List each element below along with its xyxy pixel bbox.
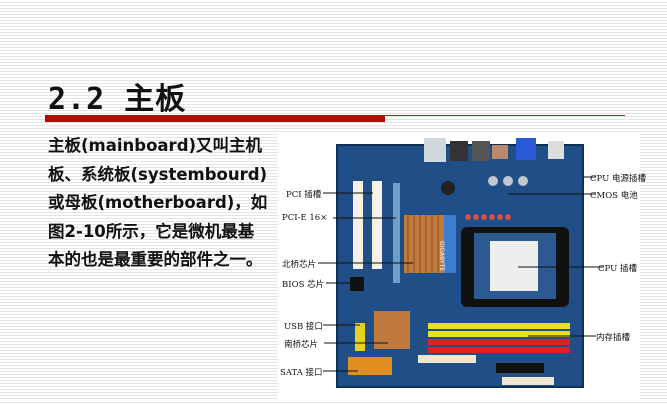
- body-line: 板、系统板(systembourd): [48, 164, 268, 184]
- slide-body: 主板(mainboard)又叫主机 板、系统板(systembourd) 或母板…: [48, 132, 288, 275]
- label-northbridge: 北桥芯片: [282, 260, 317, 270]
- brand-text: GIGABYTE: [438, 241, 445, 271]
- body-line: 图2-10所示，它是微机最基: [48, 221, 255, 241]
- title-accent-bar: [45, 115, 385, 122]
- label-cpu-socket: CPU 插槽: [598, 264, 637, 274]
- label-usb: USB 接口: [284, 322, 323, 332]
- label-bios: BIOS 芯片: [282, 280, 325, 290]
- body-line: 本的也是最重要的部件之一。: [48, 250, 263, 269]
- label-cmos: CMOS 电池: [590, 191, 638, 201]
- slide-title: 2.2 主板: [48, 82, 187, 117]
- label-cpu-power: CPU 电源插槽: [590, 174, 646, 184]
- body-line: 或母板(motherboard)，如: [48, 193, 268, 212]
- label-pcie: PCI-E 16×: [282, 213, 328, 223]
- body-line: 主板(mainboard)又叫主机: [48, 136, 263, 155]
- motherboard-figure: GIGABYTE CPU 电源插槽 CMOS 电池 PCI 插槽 PCI-E 1…: [278, 133, 646, 400]
- label-pci: PCI 插槽: [286, 190, 322, 200]
- motherboard-image: GIGABYTE: [318, 138, 604, 388]
- label-memory: 内存插槽: [596, 333, 631, 343]
- title-divider: [385, 115, 625, 116]
- label-sata: SATA 接口: [280, 368, 323, 378]
- label-southbridge: 南桥芯片: [284, 340, 319, 350]
